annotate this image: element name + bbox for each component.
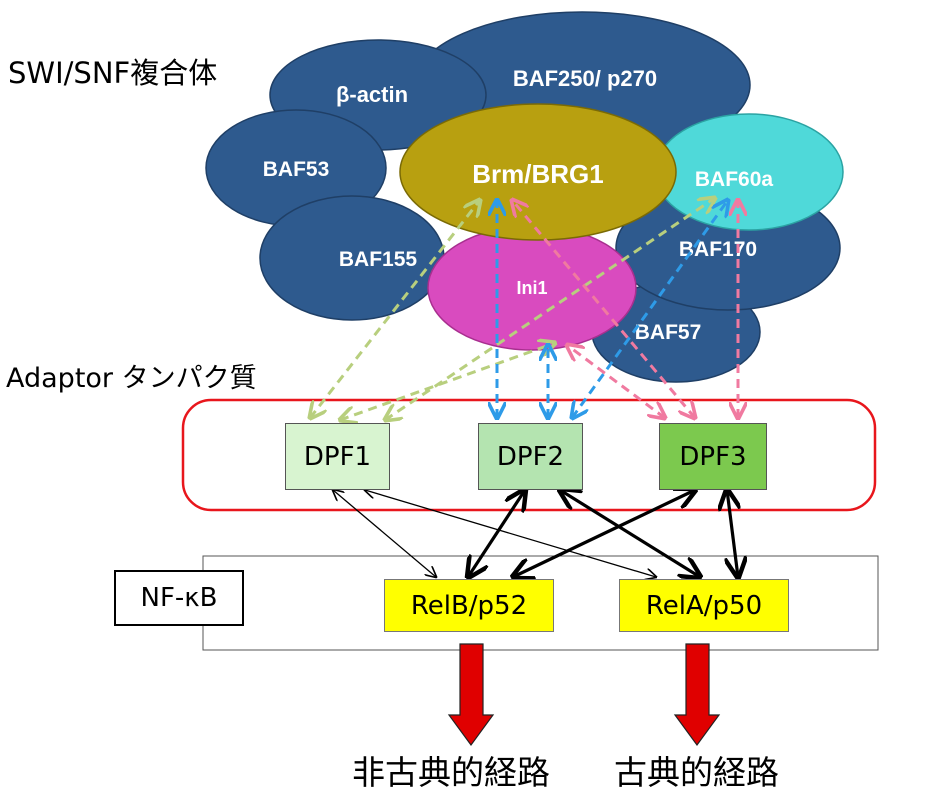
nfkb-label: NF-κB [114, 570, 244, 626]
complex-title: SWI/SNF複合体 [8, 56, 218, 90]
canonical-pathway-label: 古典的経路 [614, 753, 779, 792]
beta-actin-label: β-actin [336, 82, 408, 107]
dpf3-rela-arrow [727, 490, 738, 577]
dpf3-box: DPF3 [659, 423, 767, 490]
baf57-label: BAF57 [635, 321, 702, 344]
dpf3-ini1-arrow [567, 345, 665, 418]
brm-brg1-label: Brm/BRG1 [472, 159, 603, 189]
dpf1-box: DPF1 [285, 423, 390, 490]
baf170-label: BAF170 [679, 238, 757, 261]
ini1-label: Ini1 [516, 278, 547, 298]
adaptor-nfkb-arrows [333, 490, 738, 577]
adaptor-title: Adaptor タンパク質 [6, 363, 257, 394]
dpf3-relb-arrow [513, 490, 695, 577]
dpf1-ini1-arrow [340, 343, 555, 420]
rela-p50-box: RelA/p50 [619, 579, 789, 632]
baf155-label: BAF155 [339, 248, 418, 271]
complex-adaptor-arrows [310, 198, 738, 420]
baf60a-label: BAF60a [695, 168, 774, 191]
noncanonical-pathway-arrow [447, 643, 495, 747]
dpf2-box: DPF2 [478, 423, 583, 490]
canonical-pathway-arrow [673, 643, 721, 747]
relb-p52-box: RelB/p52 [384, 579, 554, 632]
baf53-label: BAF53 [263, 158, 330, 181]
baf250-label: BAF250/ p270 [513, 66, 657, 91]
noncanonical-pathway-label: 非古典的経路 [352, 753, 550, 792]
pathway-arrows [447, 643, 721, 747]
